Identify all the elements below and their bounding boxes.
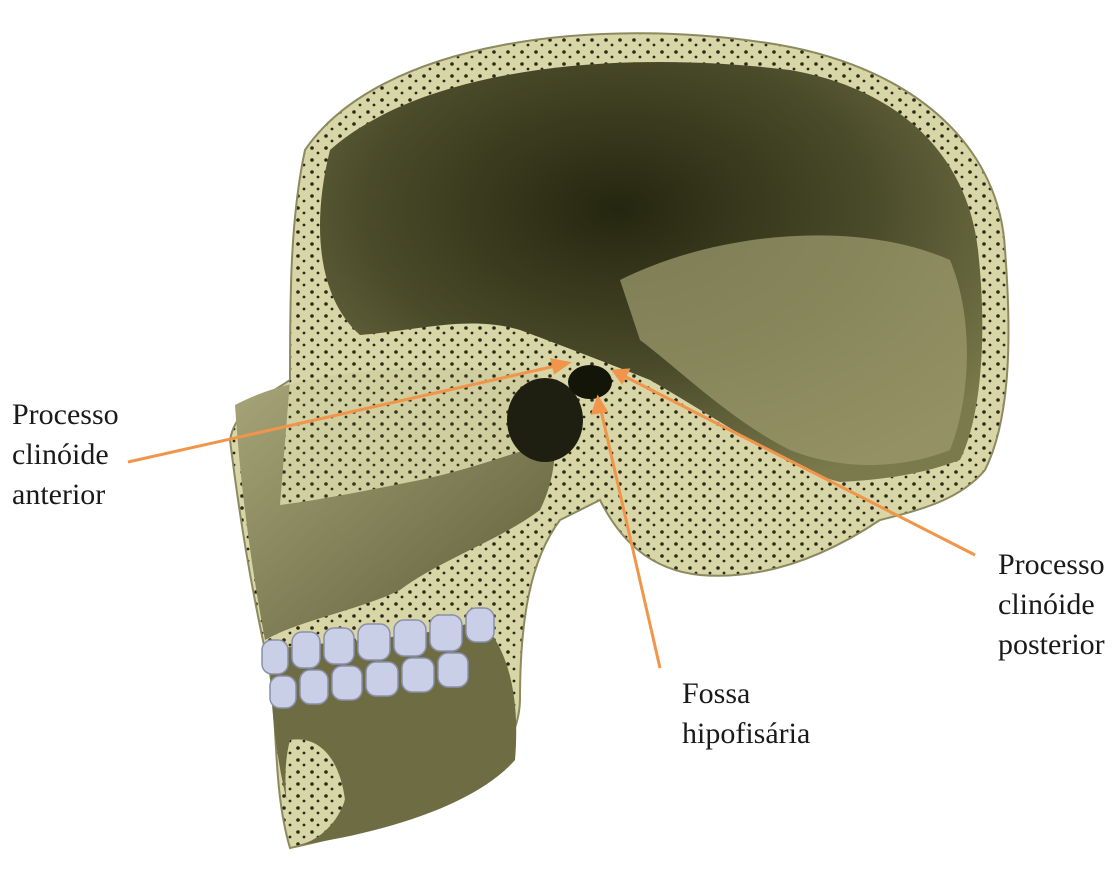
label-line: anterior [12, 475, 119, 515]
label-line: Processo [12, 395, 119, 435]
label-line: posterior [998, 625, 1105, 665]
label-line: Fossa [682, 674, 810, 714]
label-line: Processo [998, 545, 1105, 585]
label-line: clinóide [998, 585, 1105, 625]
label-line: hipofisária [682, 714, 810, 754]
hypophyseal-fossa-shape [568, 365, 612, 399]
label-hypophyseal-fossa: Fossa hipofisária [682, 674, 810, 754]
label-anterior-clinoid-process: Processo clinóide anterior [12, 395, 119, 515]
label-posterior-clinoid-process: Processo clinóide posterior [998, 545, 1105, 665]
label-line: clinóide [12, 435, 119, 475]
